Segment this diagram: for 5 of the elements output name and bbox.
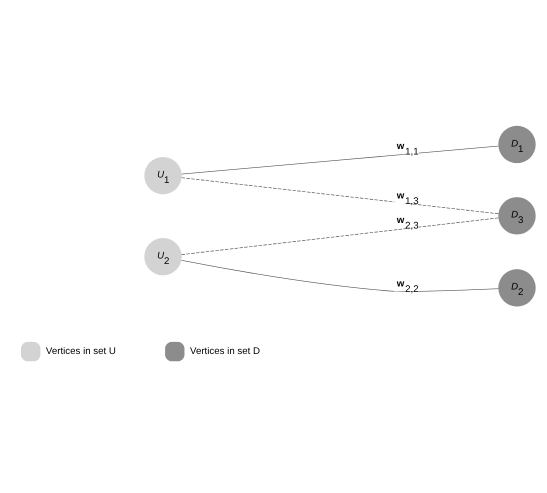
legend-label: Vertices in set U	[46, 346, 116, 357]
legend-label: Vertices in set D	[190, 346, 260, 357]
connector	[181, 217, 499, 254]
connector	[181, 145, 498, 174]
connector	[181, 176, 499, 214]
